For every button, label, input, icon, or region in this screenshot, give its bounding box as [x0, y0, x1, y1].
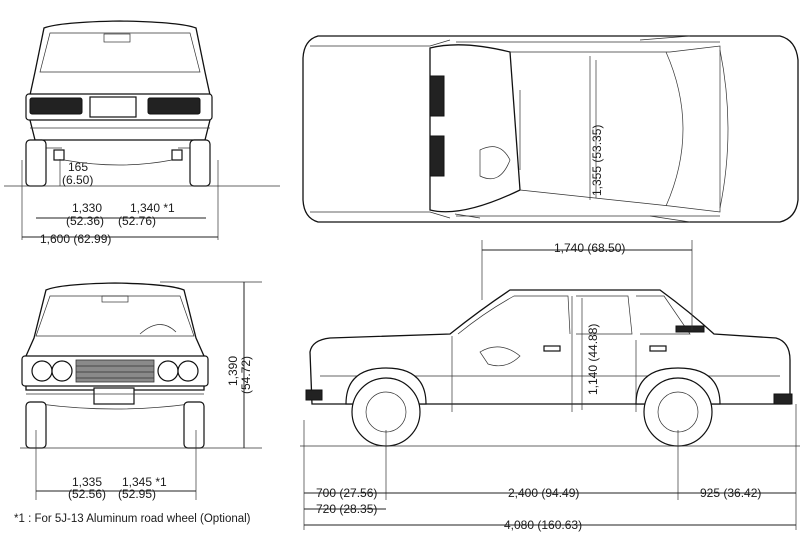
front-track-std-in: (52.56): [68, 487, 106, 501]
overall-height-mm: 1,390: [226, 356, 240, 386]
front-track-opt-mm: 1,345 *1: [122, 475, 167, 489]
footnote-marker: *1 :: [14, 513, 32, 525]
rear-track-opt-in: (52.76): [118, 214, 156, 228]
rear-view-dimensions: 165 (6.50) 1,330 (52.36) 1,340 *1 (52.76…: [4, 159, 280, 246]
interior-length: 1,740 (68.50): [554, 241, 625, 255]
rear-track-opt-mm: 1,340 *1: [130, 201, 175, 215]
overall-height-in: (54.72): [239, 356, 253, 394]
rear-track-std-in: (52.36): [66, 214, 104, 228]
rear-overhang: 925 (36.42): [700, 486, 761, 500]
side-view-dimensions: 1,740 (68.50) 1,140 (44.88) 700 (27.56) …: [303, 240, 797, 532]
side-view: [300, 289, 800, 447]
wheelbase: 2,400 (94.49): [508, 486, 579, 500]
overall-width: 1,600 (62.99): [40, 232, 111, 246]
footnote-text: For 5J-13 Aluminum road wheel (Optional): [34, 513, 251, 525]
interior-width: 1,355 (53.35): [590, 125, 604, 196]
top-view: [302, 35, 799, 223]
front-overhang-a: 700 (27.56): [316, 486, 377, 500]
overall-length: 4,080 (160.63): [504, 518, 582, 532]
front-track-std-mm: 1,335: [72, 475, 102, 489]
interior-height: 1,140 (44.88): [586, 324, 600, 395]
rear-track-std-mm: 1,330: [72, 201, 102, 215]
footnote: *1 : For 5J-13 Aluminum road wheel (Opti…: [14, 513, 251, 525]
top-view-dimensions: 1,355 (53.35): [590, 125, 604, 196]
rear-view: [25, 20, 213, 187]
rear-clearance-mm: 165: [68, 160, 88, 174]
front-track-opt-in: (52.95): [118, 487, 156, 501]
front-overhang-b: 720 (28.35): [316, 502, 377, 516]
front-view-dimensions: 1,390 (54.72) 1,335 (52.56) 1,345 *1 (52…: [20, 281, 262, 501]
rear-clearance-in: (6.50): [62, 173, 93, 187]
front-view: [21, 282, 209, 449]
